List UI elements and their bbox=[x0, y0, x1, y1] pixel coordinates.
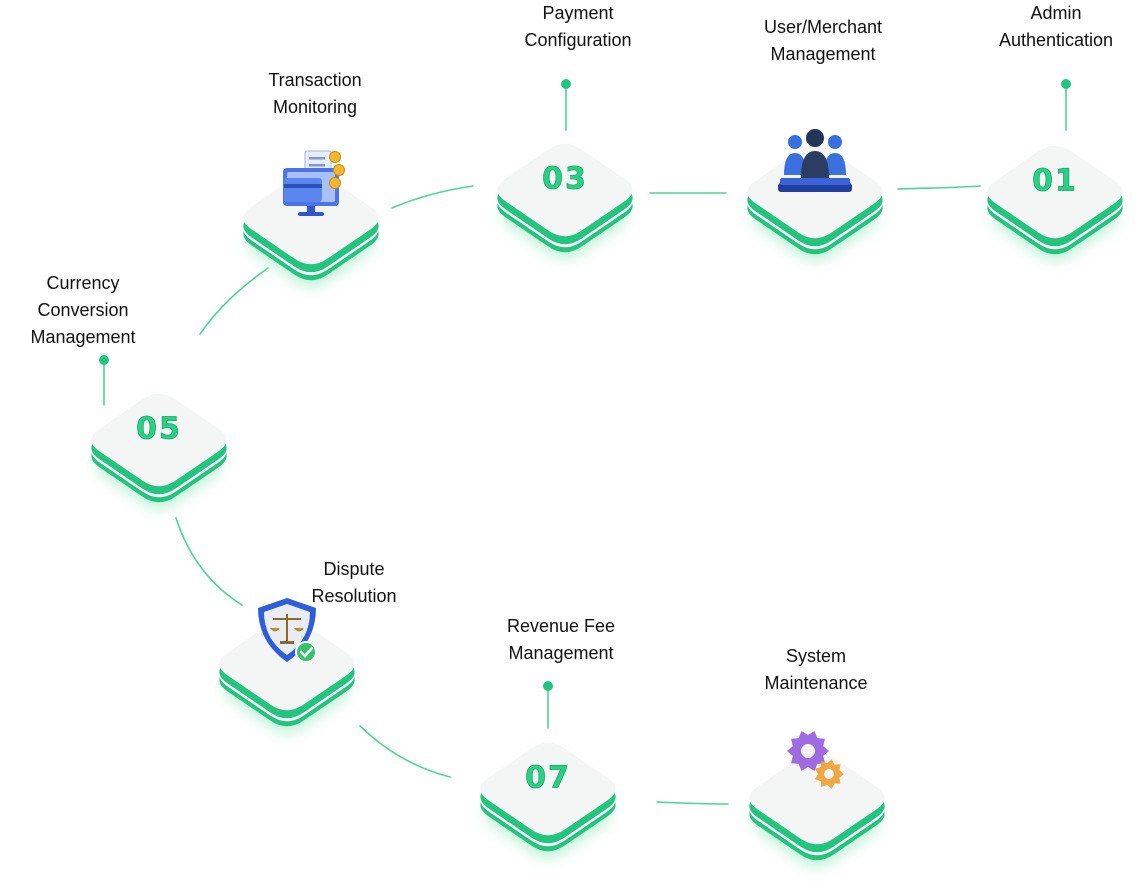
step-title-line: Management bbox=[508, 643, 614, 663]
payment-monitor-icon bbox=[283, 150, 345, 216]
users-group-icon bbox=[778, 129, 852, 192]
pin-dot-07 bbox=[543, 681, 553, 691]
tile-face bbox=[987, 145, 1123, 239]
step-tile bbox=[747, 129, 883, 261]
pin-dot-03 bbox=[561, 79, 571, 89]
pin-dot-05 bbox=[99, 355, 109, 365]
step-title-line: Transaction bbox=[268, 70, 362, 90]
step-title-line: Management bbox=[30, 327, 136, 347]
step-label-payment-configuration: Payment Configuration bbox=[524, 0, 631, 54]
connector-06-07 bbox=[359, 725, 451, 778]
step-tile: 01 bbox=[987, 145, 1123, 261]
step-tile bbox=[749, 731, 885, 867]
step-title-line: Payment bbox=[542, 3, 614, 23]
connector-07-08 bbox=[656, 801, 729, 805]
step-number: 05 bbox=[136, 412, 182, 447]
step-title-line: Authentication bbox=[998, 30, 1114, 50]
pin-dot-01 bbox=[1061, 79, 1071, 89]
step-label-currency-conversion-management: Currency Conversion Management bbox=[30, 270, 135, 351]
step-title-line: Revenue Fee bbox=[506, 616, 616, 636]
tile-face bbox=[749, 751, 885, 845]
step-05-currency-conversion-management: 05 bbox=[84, 368, 234, 518]
step-tile bbox=[219, 598, 355, 733]
step-label-dispute-resolution: Dispute Resolution bbox=[311, 556, 396, 610]
step-title-line: Configuration bbox=[524, 30, 632, 50]
step-title-line: System bbox=[785, 646, 847, 666]
step-label-transaction-monitoring: Transaction Monitoring bbox=[268, 67, 361, 121]
tile-face bbox=[243, 171, 379, 265]
tile-face bbox=[497, 143, 633, 237]
step-label-revenue-fee-management: Revenue Fee Management bbox=[507, 613, 615, 667]
step-label-admin-authentication: Admin Authentication bbox=[999, 0, 1113, 54]
step-title-line: Maintenance bbox=[764, 673, 868, 693]
justice-shield-icon bbox=[258, 598, 317, 663]
step-title-line: Dispute bbox=[323, 559, 385, 579]
step-tile bbox=[243, 150, 379, 287]
step-title-line: Resolution bbox=[311, 586, 397, 606]
tile-face bbox=[219, 617, 355, 711]
step-title-line: Admin bbox=[1030, 3, 1082, 23]
tile-face bbox=[91, 393, 227, 487]
step-number: 03 bbox=[542, 162, 588, 197]
step-02-user-merchant-management bbox=[740, 120, 890, 270]
step-label-user-merchant-management: User/Merchant Management bbox=[764, 14, 882, 68]
step-title-line: Currency bbox=[46, 273, 120, 293]
step-label-system-maintenance: System Maintenance bbox=[764, 643, 867, 697]
step-04-transaction-monitoring bbox=[236, 146, 386, 296]
step-07-revenue-fee-management: 07 bbox=[473, 717, 623, 867]
connector-03-04 bbox=[391, 185, 474, 209]
step-03-payment-configuration: 03 bbox=[490, 118, 640, 268]
step-title-line: Conversion bbox=[37, 300, 129, 320]
step-title-line: User/Merchant bbox=[763, 17, 883, 37]
step-08-system-maintenance bbox=[742, 726, 892, 876]
step-tile: 03 bbox=[497, 143, 633, 259]
step-06-dispute-resolution bbox=[212, 592, 362, 742]
connector-01-02 bbox=[897, 185, 981, 190]
step-number: 07 bbox=[525, 761, 571, 796]
step-tile: 07 bbox=[480, 742, 616, 858]
step-title-line: Monitoring bbox=[272, 97, 358, 117]
step-01-admin-authentication: 01 bbox=[980, 120, 1130, 270]
tile-face bbox=[480, 742, 616, 836]
step-title-line: Management bbox=[770, 44, 876, 64]
step-number: 01 bbox=[1032, 164, 1078, 199]
step-tile: 05 bbox=[91, 393, 227, 509]
gears-icon bbox=[787, 731, 844, 789]
